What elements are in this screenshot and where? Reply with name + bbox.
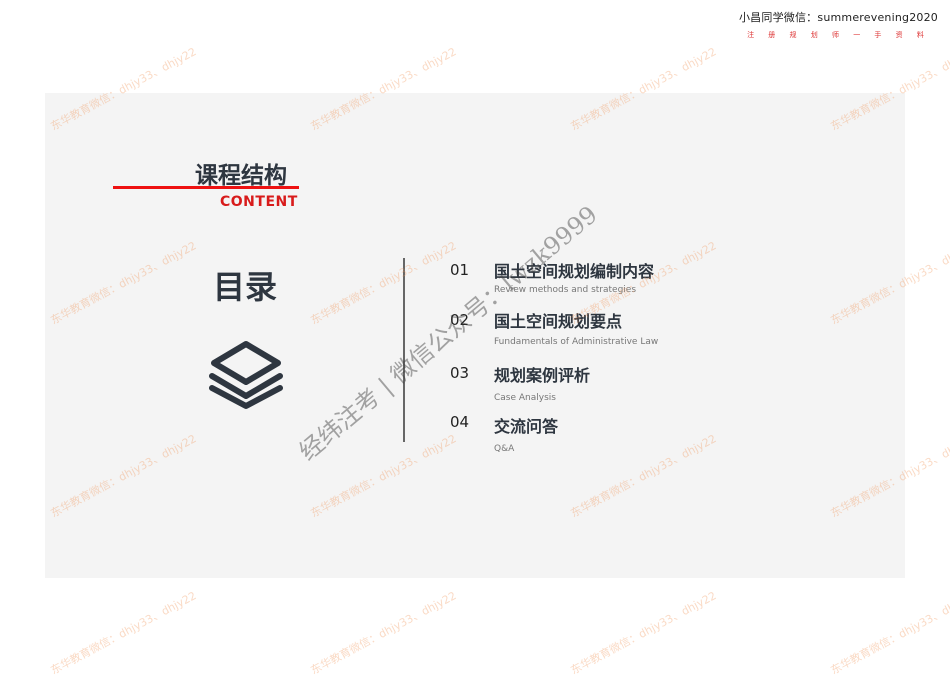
- subtitle: CONTENT: [220, 194, 298, 210]
- header-contact: 小昌同学微信：summerevening2020 注 册 规 划 师 一 手 资…: [739, 9, 938, 40]
- item-number: 04: [450, 413, 470, 431]
- item-subtitle: Fundamentals of Administrative Law: [494, 337, 659, 347]
- item-title: 国土空间规划编制内容: [494, 262, 655, 281]
- item-number: 01: [450, 261, 470, 279]
- item-title: 国土空间规划要点: [494, 312, 623, 331]
- title-underline: [113, 186, 299, 189]
- slide-background: [45, 93, 905, 578]
- item-subtitle: Review methods and strategies: [494, 285, 637, 295]
- tile-watermark: 东华教育微信：dhjy33、dhjy22: [48, 589, 199, 678]
- item-number: 02: [450, 311, 470, 329]
- contact-text: 小昌同学微信：summerevening2020: [738, 11, 938, 24]
- page-title: 课程结构: [195, 163, 287, 189]
- tile-watermark: 东华教育微信：dhjy33、dhjy22: [828, 589, 950, 678]
- tagline-text: 注 册 规 划 师 一 手 资 料: [747, 31, 930, 39]
- item-subtitle: Case Analysis: [494, 393, 556, 403]
- layers-icon: [206, 338, 286, 414]
- tile-watermark: 东华教育微信：dhjy33、dhjy22: [568, 589, 719, 678]
- divider: [403, 258, 405, 442]
- item-subtitle: Q&A: [494, 444, 515, 454]
- item-title: 规划案例评析: [494, 366, 591, 385]
- item-number: 03: [450, 364, 470, 382]
- item-title: 交流问答: [494, 417, 559, 436]
- tile-watermark: 东华教育微信：dhjy33、dhjy22: [308, 589, 459, 678]
- toc-label: 目录: [213, 268, 278, 306]
